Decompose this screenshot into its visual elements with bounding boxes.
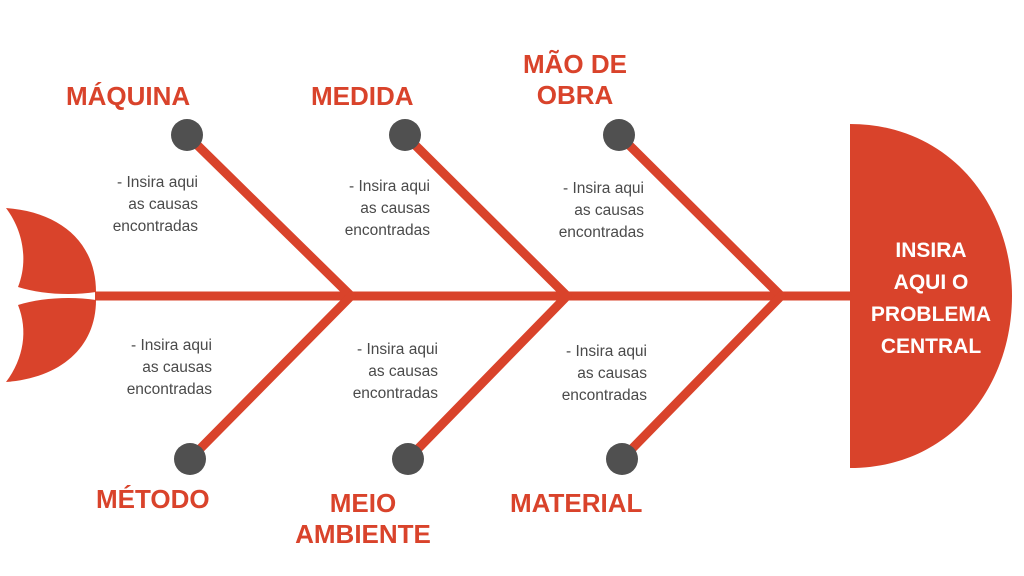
category-mao-de-obra-line-2: OBRA [536,80,614,110]
rib-material [617,291,786,464]
cause-note-line: - Insira aqui [131,337,212,354]
rib-metodo [185,291,356,464]
cause-note-medida: - Insira aqui as causas encontradas [328,176,430,242]
joint-metodo [174,443,206,475]
cause-note-meio-ambiente: - Insira aqui as causas encontradas [336,339,438,405]
cause-note-line: as causas [360,200,430,217]
cause-note-line: encontradas [352,385,438,402]
rib-mao-de-obra [614,130,786,301]
category-material: MATERIAL [510,488,643,518]
cause-note-line: encontradas [561,387,647,404]
central-problem-line: PROBLEMA [870,303,992,326]
central-problem-line: AQUI O [893,271,969,294]
cause-note-line: as causas [574,202,644,219]
category-maquina: MÁQUINA [66,81,191,111]
category-meio-ambiente-line-1: MEIO [329,488,397,518]
rib-meio-ambiente [403,291,572,464]
category-meio-ambiente-line-2: AMBIENTE [295,519,431,549]
central-problem-line: CENTRAL [880,335,982,358]
central-problem-line: INSIRA [895,239,967,262]
cause-note-line: as causas [577,365,647,382]
rib-medida [400,130,572,301]
cause-note-line: - Insira aqui [566,343,647,360]
category-mao-de-obra-line-1: MÃO DE [523,49,627,79]
joint-medida [389,119,421,151]
category-metodo: MÉTODO [96,484,210,514]
category-mao-de-obra: MÃO DE OBRA [516,49,634,111]
fish-tail [6,208,96,295]
cause-note-line: - Insira aqui [563,180,644,197]
cause-note-line: encontradas [126,381,212,398]
cause-note-mao-de-obra: - Insira aqui as causas encontradas [542,178,644,244]
central-problem: INSIRA AQUI O PROBLEMA CENTRAL [852,235,1010,363]
rib-maquina [182,130,356,301]
fish-head [850,124,1012,468]
cause-note-line: encontradas [344,222,430,239]
cause-note-line: as causas [368,363,438,380]
joint-mao-de-obra [603,119,635,151]
cause-note-line: encontradas [558,224,644,241]
category-meio-ambiente: MEIO AMBIENTE [288,488,438,550]
cause-note-line: as causas [128,196,198,213]
cause-note-metodo: - Insira aqui as causas encontradas [110,335,212,401]
fish-tail-lower [6,297,96,382]
cause-note-line: - Insira aqui [117,174,198,191]
cause-note-line: encontradas [112,218,198,235]
category-medida: MEDIDA [311,81,414,111]
joint-maquina [171,119,203,151]
cause-note-line: as causas [142,359,212,376]
cause-note-maquina: - Insira aqui as causas encontradas [96,172,198,238]
cause-note-material: - Insira aqui as causas encontradas [545,341,647,407]
cause-note-line: - Insira aqui [357,341,438,358]
joint-meio-ambiente [392,443,424,475]
joint-material [606,443,638,475]
cause-note-line: - Insira aqui [349,178,430,195]
